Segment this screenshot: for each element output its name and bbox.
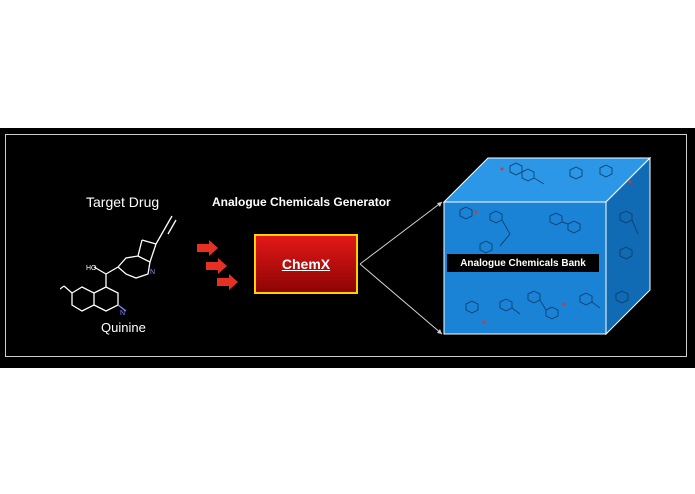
quinine-structure-icon: HO N N [60, 215, 177, 317]
right-arrow-icon [206, 258, 227, 274]
svg-text:N: N [120, 310, 125, 317]
generator-title: Analogue Chemicals Generator [212, 195, 391, 209]
connector-lines [359, 201, 443, 335]
generator-box: ChemX [254, 234, 358, 294]
generator-name: ChemX [281, 256, 331, 272]
chemical-bank-label: Analogue Chemicals Bank [447, 254, 599, 272]
diagram-banner: Target Drug HO N N Quinin [0, 128, 695, 368]
molecule-name-label: Quinine [101, 320, 146, 335]
right-arrow-icon [197, 240, 218, 256]
chemical-bank-cube [442, 156, 652, 336]
target-drug-label: Target Drug [86, 194, 160, 210]
svg-text:HO: HO [86, 265, 97, 272]
diagram-frame [5, 134, 687, 357]
right-arrow-icon [217, 274, 238, 290]
svg-text:N: N [150, 269, 155, 276]
